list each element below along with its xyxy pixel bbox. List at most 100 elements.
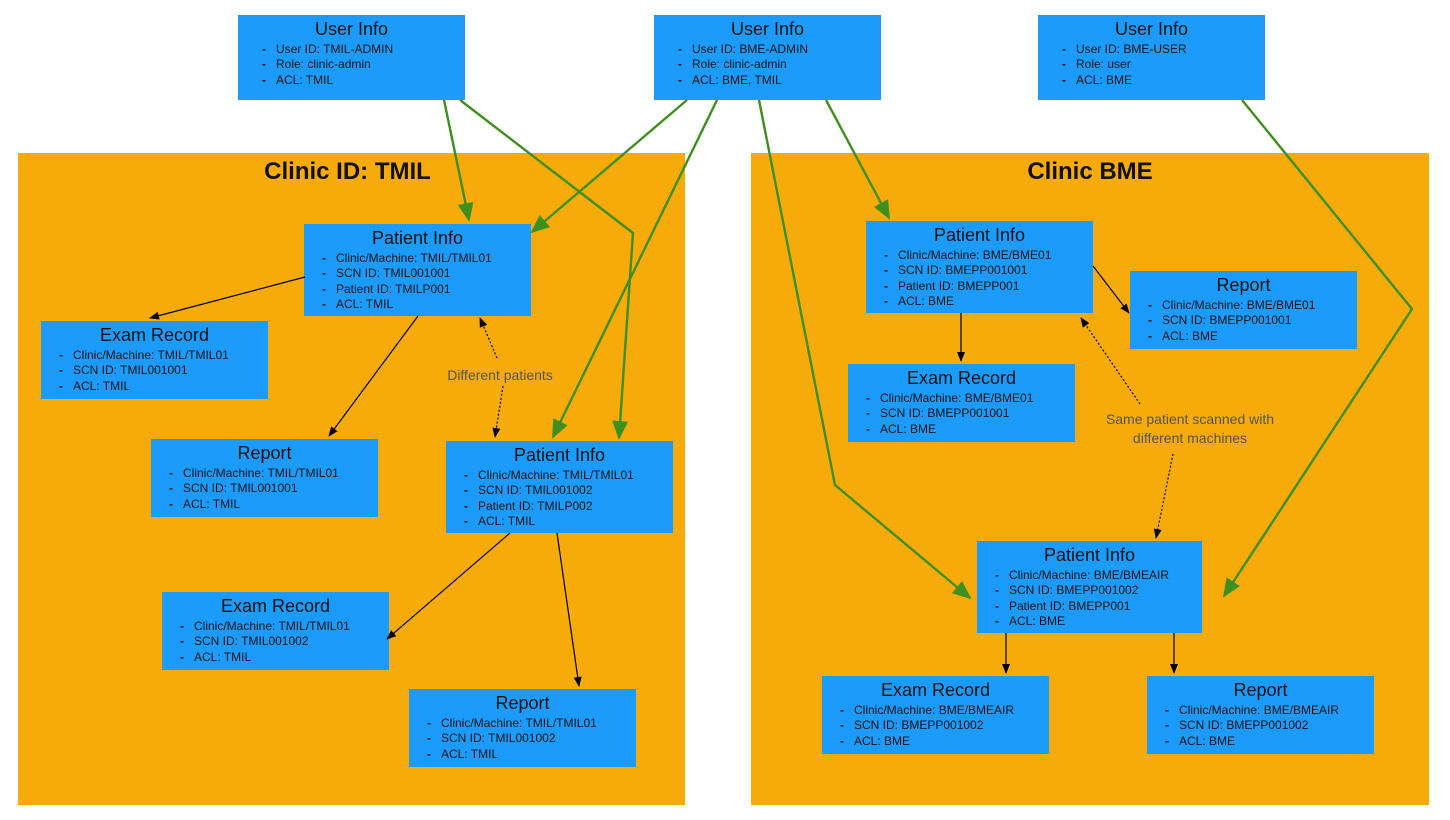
note-different-patients: Different patients	[447, 367, 553, 383]
node-field: -Role: clinic-admin	[678, 57, 787, 72]
node-field: -ACL: BME	[884, 294, 955, 309]
node-field: -User ID: BME-USER	[1062, 42, 1187, 56]
node-field: -SCN ID: BMEPP001002	[840, 718, 984, 733]
dotted-link-arrow	[1153, 453, 1174, 539]
node-field: -ACL: BME	[1148, 328, 1219, 343]
node-field: -Clinic/Machine: TMIL/TMIL01	[169, 466, 339, 480]
node-field: -SCN ID: BMEPP001002	[1165, 718, 1309, 733]
tmil-patient-info-1: Patient Info -Clinic/Machine: TMIL/TMIL0…	[304, 224, 531, 316]
access-arrow	[459, 99, 635, 440]
link-arrow	[556, 532, 582, 687]
node-title: User Info	[1114, 19, 1189, 39]
bme-exam-record-2: Exam Record -Clinic/Machine: BME/BMEAIR …	[822, 676, 1049, 754]
dotted-link-arrow	[479, 317, 498, 359]
node-field: -Clinic/Machine: TMIL/TMIL01	[464, 468, 634, 482]
node-field: -Clinic/Machine: TMIL/TMIL01	[322, 251, 492, 265]
node-field: -SCN ID: TMIL001002	[464, 483, 593, 498]
access-arrow	[757, 99, 972, 600]
node-field: -ACL: TMIL	[59, 378, 131, 393]
node-title: Patient Info	[933, 225, 1026, 245]
node-title: Patient Info	[513, 445, 606, 465]
clinic-tmil-title: Clinic ID: TMIL	[264, 158, 431, 185]
tmil-exam-record-2: Exam Record -Clinic/Machine: TMIL/TMIL01…	[162, 592, 389, 670]
node-field: -Clinic/Machine: BME/BME01	[1148, 298, 1316, 312]
node-field: -Clinic/Machine: TMIL/TMIL01	[427, 716, 597, 730]
node-field: -ACL: TMIL	[262, 72, 334, 87]
node-field: -SCN ID: BMEPP001001	[1148, 313, 1292, 328]
node-field: -Clinic/Machine: BME/BME01	[884, 248, 1052, 262]
node-field: -ACL: TMIL	[464, 514, 536, 529]
node-title: User Info	[730, 19, 805, 39]
tmil-report-2: Report -Clinic/Machine: TMIL/TMIL01 -SCN…	[409, 689, 636, 767]
node-title: Exam Record	[906, 368, 1017, 388]
node-field: -SCN ID: TMIL001001	[169, 481, 298, 496]
node-field: -ACL: BME	[1165, 733, 1236, 748]
node-field: -Role: clinic-admin	[262, 57, 371, 72]
node-title: Exam Record	[220, 596, 331, 616]
node-field: -ACL: BME, TMIL	[678, 72, 782, 87]
clinic-bme-title: Clinic BME	[1027, 158, 1153, 185]
node-title: Report	[237, 443, 292, 463]
bme-report-1: Report -Clinic/Machine: BME/BME01 -SCN I…	[1130, 271, 1357, 349]
tmil-exam-record-1: Exam Record -Clinic/Machine: TMIL/TMIL01…	[41, 321, 268, 399]
note-same-patient-line-2: different machines	[1132, 430, 1248, 446]
access-arrow	[551, 99, 719, 439]
node-field: -SCN ID: TMIL001002	[427, 731, 556, 746]
user-info-bme-user: User Info -User ID: BME-USER -Role: user…	[1038, 15, 1265, 100]
node-field: -Patient ID: BMEPP001	[884, 278, 1020, 293]
access-arrow	[530, 99, 688, 234]
bme-patient-info-1: Patient Info -Clinic/Machine: BME/BME01 …	[866, 221, 1093, 313]
note-same-patient: Same patient scanned with different mach…	[1075, 410, 1305, 448]
link-arrow	[1092, 265, 1130, 314]
node-field: -Clinic/Machine: BME/BMEAIR	[840, 703, 1015, 717]
node-field: -Role: user	[1062, 57, 1131, 72]
node-field: -ACL: TMIL	[180, 649, 252, 664]
node-field: -ACL: BME	[840, 733, 911, 748]
node-field: -SCN ID: BMEPP001001	[866, 406, 1010, 421]
node-field: -ACL: BME	[1062, 72, 1133, 87]
node-field: -SCN ID: BMEPP001001	[884, 263, 1028, 278]
node-field: -Clinic/Machine: BME/BME01	[866, 391, 1034, 405]
node-field: -SCN ID: BMEPP001002	[995, 583, 1139, 598]
node-field: -SCN ID: TMIL001001	[322, 266, 451, 281]
node-field: -Patient ID: TMILP001	[322, 281, 451, 296]
node-field: -SCN ID: TMIL001002	[180, 634, 309, 649]
node-title: User Info	[314, 19, 389, 39]
user-info-tmil-admin: User Info -User ID: TMIL-ADMIN -Role: cl…	[238, 15, 465, 100]
node-field: -ACL: TMIL	[427, 746, 499, 761]
node-field: -ACL: TMIL	[322, 297, 394, 312]
node-field: -SCN ID: TMIL001001	[59, 363, 188, 378]
access-arrow	[442, 99, 474, 222]
access-arrow	[824, 99, 891, 220]
node-title: Report	[1216, 275, 1271, 295]
node-field: -ACL: TMIL	[169, 496, 241, 511]
link-arrow	[386, 532, 511, 640]
bme-exam-record-1: Exam Record -Clinic/Machine: BME/BME01 -…	[848, 364, 1075, 442]
bme-report-2: Report -Clinic/Machine: BME/BMEAIR -SCN …	[1147, 676, 1374, 754]
dotted-link-arrow	[492, 385, 504, 438]
link-arrow	[328, 315, 419, 437]
dotted-link-arrow	[1080, 317, 1141, 405]
bme-patient-info-2: Patient Info -Clinic/Machine: BME/BMEAIR…	[977, 541, 1202, 633]
tmil-report-1: Report -Clinic/Machine: TMIL/TMIL01 -SCN…	[151, 439, 378, 517]
node-title: Report	[495, 693, 550, 713]
node-field: -ACL: BME	[995, 614, 1066, 629]
node-field: -Clinic/Machine: TMIL/TMIL01	[59, 348, 229, 362]
tmil-patient-info-2: Patient Info -Clinic/Machine: TMIL/TMIL0…	[446, 441, 673, 533]
node-title: Report	[1233, 680, 1288, 700]
node-field: -Patient ID: BMEPP001	[995, 598, 1131, 613]
note-same-patient-line-1: Same patient scanned with	[1105, 411, 1275, 427]
node-title: Patient Info	[371, 228, 464, 248]
node-field: -User ID: BME-ADMIN	[678, 42, 809, 56]
node-field: -Clinic/Machine: BME/BMEAIR	[1165, 703, 1340, 717]
node-title: Exam Record	[99, 325, 210, 345]
node-field: -User ID: TMIL-ADMIN	[262, 42, 394, 56]
user-info-bme-admin: User Info -User ID: BME-ADMIN -Role: cli…	[654, 15, 881, 100]
access-arrow	[1222, 99, 1414, 598]
node-title: Patient Info	[1043, 545, 1136, 565]
link-arrow	[149, 276, 306, 320]
node-field: -ACL: BME	[866, 421, 937, 436]
node-field: -Patient ID: TMILP002	[464, 498, 593, 513]
node-field: -Clinic/Machine: TMIL/TMIL01	[180, 619, 350, 633]
